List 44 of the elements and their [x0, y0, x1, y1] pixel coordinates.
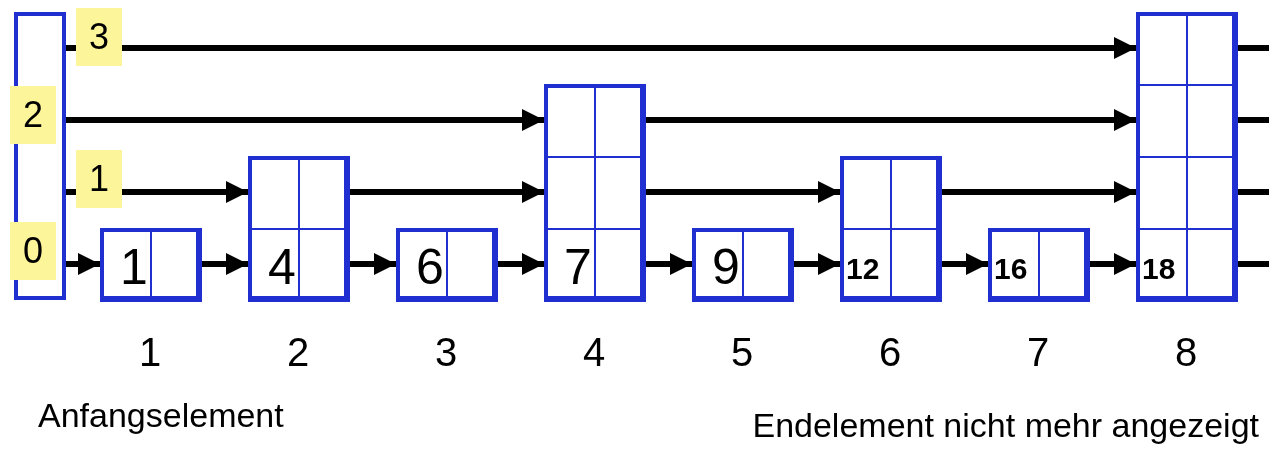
arrow	[348, 253, 396, 275]
arrow	[66, 37, 1136, 59]
arrow	[644, 109, 1136, 131]
key-value: 1	[120, 242, 148, 292]
key-value: 7	[564, 242, 592, 292]
list-element-box	[544, 84, 644, 300]
list-element-box	[396, 228, 496, 300]
position-number: 1	[137, 330, 163, 375]
position-number: 8	[1173, 330, 1199, 375]
key-value: 18	[1142, 254, 1176, 284]
arrow	[348, 181, 544, 203]
position-number: 6	[877, 330, 903, 375]
arrow	[792, 253, 840, 275]
position-number: 3	[433, 330, 459, 375]
key-value: 12	[846, 254, 880, 284]
level-number: 0	[10, 222, 56, 280]
arrow	[200, 253, 248, 275]
list-element-box	[988, 228, 1088, 300]
list-element-box	[100, 228, 200, 300]
arrow	[66, 253, 100, 275]
key-value: 9	[712, 242, 740, 292]
key-value: 6	[416, 242, 444, 292]
arrow	[1088, 253, 1136, 275]
arrow	[940, 181, 1136, 203]
level-number: 2	[10, 86, 56, 144]
arrow	[66, 109, 544, 131]
caption-text: Anfangselement	[38, 396, 284, 435]
arrow	[644, 253, 692, 275]
list-element-box	[692, 228, 792, 300]
position-number: 4	[581, 330, 607, 375]
position-number: 7	[1025, 330, 1051, 375]
arrow	[644, 181, 840, 203]
level-number: 1	[76, 150, 122, 208]
level-number: 3	[76, 8, 122, 66]
position-number: 5	[729, 330, 755, 375]
key-value: 4	[268, 242, 296, 292]
arrow	[940, 253, 988, 275]
list-element-box	[1136, 12, 1236, 300]
list-element-box	[248, 156, 348, 300]
note-text: Endelement nicht mehr angezeigt	[752, 406, 1259, 445]
arrow	[496, 253, 544, 275]
position-number: 2	[285, 330, 311, 375]
key-value: 16	[994, 254, 1028, 284]
list-element-box	[840, 156, 940, 300]
